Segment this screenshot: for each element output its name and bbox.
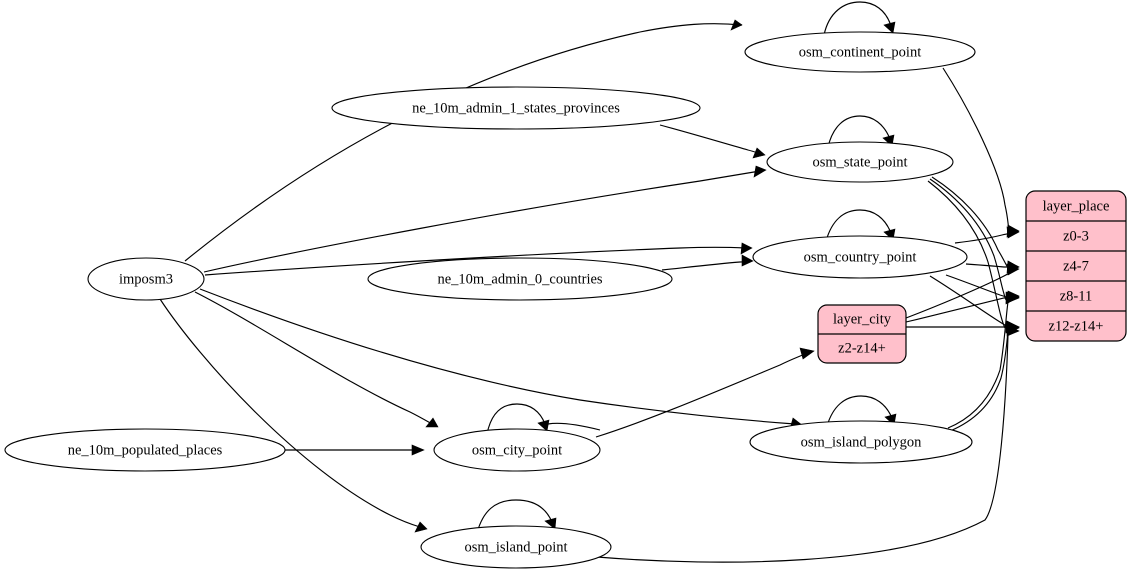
node-osm-continent-point[interactable]: osm_continent_point: [744, 31, 976, 73]
edge-imposm3-to-osm-city-point: [194, 291, 439, 428]
record-row-layer-place-title: layer_place: [1043, 198, 1110, 214]
record-row-layer-place-z12-z14[interactable]: z12-z14+: [1049, 318, 1104, 334]
node-label-osm-city-point: osm_city_point: [472, 442, 562, 458]
edge-osm-city-point-to-layer-city-z2-z14: [595, 347, 815, 438]
node-ne-10m-admin-1-states-provinces[interactable]: ne_10m_admin_1_states_provinces: [331, 86, 701, 130]
record-row-layer-place-z8-11[interactable]: z8-11: [1060, 288, 1092, 304]
edges-layer: [159, 1, 1020, 563]
node-ne-10m-populated-places[interactable]: ne_10m_populated_places: [4, 428, 286, 472]
edge-layer-city-to-layer-place-z4-7: [905, 263, 1020, 319]
edge-imposm3-to-osm-island-point: [159, 298, 428, 533]
node-label-osm-continent-point: osm_continent_point: [799, 44, 921, 60]
node-osm-country-point[interactable]: osm_country_point: [752, 235, 968, 279]
node-osm-island-polygon[interactable]: osm_island_polygon: [749, 420, 973, 464]
edge-osm-island-polygon-to-layer-place-z12-z14: [949, 321, 1020, 432]
node-label-osm-island-polygon: osm_island_polygon: [801, 434, 923, 450]
edge-imposm3-to-osm-state-point: [203, 165, 767, 273]
node-label-osm-state-point: osm_state_point: [812, 154, 907, 170]
record-row-layer-place-z0-3[interactable]: z0-3: [1063, 228, 1089, 244]
edge-osm-continent-point-to-layer-place-z0-3: [942, 67, 1020, 238]
edge-imposm3-to-osm-country-point: [204, 242, 753, 276]
edge-layer-city-to-layer-place-z8-11: [905, 290, 1020, 323]
edge-self-osm-continent-point: [823, 1, 896, 36]
edge-imposm3-to-osm-continent-point: [184, 19, 743, 262]
edge-self-osm-island-point: [476, 499, 557, 534]
node-label-ne-10m-populated-places: ne_10m_populated_places: [68, 442, 223, 458]
node-label-ne-10m-admin-0-countries: ne_10m_admin_0_countries: [437, 271, 602, 287]
edge-crossing-to-osm-city-point: [547, 422, 601, 431]
node-osm-island-point[interactable]: osm_island_point: [420, 525, 612, 569]
record-node-layer-city[interactable]: layer_city z2-z14+: [817, 304, 907, 364]
node-label-osm-island-point: osm_island_point: [464, 539, 567, 555]
nodes-layer: imposm3 ne_10m_admin_1_states_provinces …: [4, 31, 1127, 569]
edge-ne-countries-to-osm-country-point: [661, 254, 754, 271]
record-row-layer-city-z2-z14[interactable]: z2-z14+: [838, 340, 886, 356]
node-label-ne-10m-admin-1-states-provinces: ne_10m_admin_1_states_provinces: [412, 100, 620, 116]
edge-self-osm-city-point: [486, 403, 550, 435]
node-imposm3[interactable]: imposm3: [87, 257, 205, 301]
node-osm-city-point[interactable]: osm_city_point: [433, 428, 601, 472]
node-label-imposm3: imposm3: [119, 271, 173, 287]
edge-ne-populated-to-osm-city-point: [285, 444, 425, 456]
node-osm-state-point[interactable]: osm_state_point: [766, 141, 954, 183]
edge-osm-country-point-to-layer-place-z0-3: [954, 226, 1020, 244]
record-row-layer-city-title: layer_city: [833, 311, 892, 327]
edge-ne-states-to-osm-state-point: [659, 124, 766, 159]
node-label-osm-country-point: osm_country_point: [804, 249, 917, 265]
record-row-layer-place-z4-7[interactable]: z4-7: [1063, 258, 1089, 274]
node-ne-10m-admin-0-countries[interactable]: ne_10m_admin_0_countries: [367, 257, 673, 301]
edge-layer-city-to-layer-place-z12-z14: [906, 321, 1020, 333]
record-node-layer-place[interactable]: layer_place z0-3 z4-7 z8-11 z12-z14+: [1025, 190, 1127, 342]
